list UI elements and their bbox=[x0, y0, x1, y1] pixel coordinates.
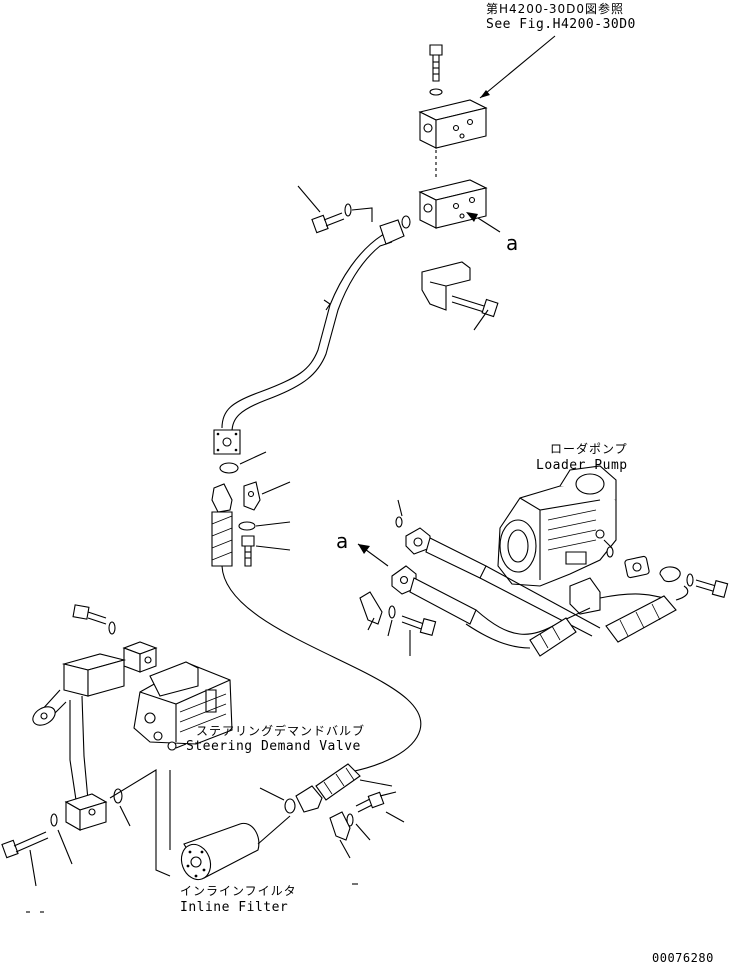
o-ring-pump bbox=[607, 547, 613, 557]
bolt-lower bbox=[402, 616, 436, 635]
leader-flange-bolt-upper bbox=[298, 186, 320, 212]
pump-pressure-pipe-lower bbox=[392, 566, 590, 656]
steering-elbow-block bbox=[64, 642, 156, 696]
flange-bolt-upper bbox=[312, 213, 344, 233]
steering-valve-label-jp: ステアリングデマンドバルブ bbox=[196, 724, 366, 738]
flange-washer-upper bbox=[345, 204, 351, 216]
leader-clamp-lower bbox=[368, 618, 374, 630]
bracket-bolt bbox=[452, 296, 498, 317]
upper-valve-block bbox=[420, 100, 486, 148]
steering-bolt-top bbox=[73, 605, 106, 624]
steering-supply-hose bbox=[222, 566, 421, 772]
leader-steering-valve bbox=[176, 744, 186, 748]
steering-bolt-bottom bbox=[2, 832, 48, 858]
steering-demand-valve bbox=[134, 662, 232, 750]
leader-bracket-bolt bbox=[474, 310, 488, 330]
o-ring-filter bbox=[285, 799, 295, 813]
mid-hose bbox=[212, 484, 232, 566]
leader-steering-bolt-bottom bbox=[30, 850, 36, 886]
inline-filter-label-en: Inline Filter bbox=[180, 900, 289, 915]
pump-flange-right-port bbox=[633, 563, 641, 571]
washer-mid bbox=[239, 522, 255, 530]
bolt-alignment-line bbox=[352, 208, 372, 222]
leader-o-ring-left-pump bbox=[398, 500, 402, 516]
top-washer bbox=[430, 89, 442, 95]
pump-pressure-pipe-upper bbox=[406, 528, 600, 636]
callout-letter-a-mid: a bbox=[336, 529, 349, 553]
steering-valve-label-en: Steering Demand Valve bbox=[186, 739, 361, 754]
leader-steering-washer-bottom bbox=[58, 830, 72, 864]
leader-filter-hose bbox=[360, 780, 392, 786]
steering-tube bbox=[30, 690, 106, 830]
filter-inlet-hose bbox=[296, 764, 360, 812]
o-ring-left-pump bbox=[396, 517, 402, 527]
filter-bolt bbox=[356, 792, 384, 812]
leader-bolt-mid bbox=[256, 546, 290, 550]
leader-o-ring-filter bbox=[260, 788, 284, 800]
inline-filter bbox=[177, 816, 290, 884]
lower-valve-block bbox=[420, 180, 486, 228]
washer-right bbox=[687, 574, 693, 586]
filter-port-link bbox=[110, 770, 170, 876]
leader-o-ring-pump bbox=[604, 540, 612, 548]
bolt-right bbox=[696, 580, 728, 597]
split-clamp-lower bbox=[360, 592, 382, 624]
mounting-bracket bbox=[422, 262, 470, 310]
drawing-number: 00076280 bbox=[652, 951, 714, 965]
leader-a-top bbox=[478, 218, 500, 232]
arrow-a-mid bbox=[358, 544, 370, 554]
callout-letter-a-top: a bbox=[506, 231, 519, 255]
split-clamp-mid bbox=[244, 482, 260, 510]
split-flange-right bbox=[660, 567, 680, 582]
upper-steel-tube bbox=[214, 220, 404, 454]
loader-pump-label-jp: ローダポンプ bbox=[550, 442, 628, 456]
bolt-mid bbox=[242, 536, 254, 566]
leader-washer-lower bbox=[388, 620, 392, 636]
steering-washer-top bbox=[109, 622, 115, 634]
loader-pump bbox=[498, 466, 616, 586]
inline-filter-label-jp: インラインフイルタ bbox=[180, 884, 297, 898]
leader-o-ring-mid bbox=[240, 452, 266, 464]
filter-split-clamp bbox=[330, 812, 350, 840]
ref-arrowhead bbox=[480, 90, 490, 98]
steering-washer-bottom bbox=[51, 814, 57, 826]
washer-lower bbox=[389, 606, 395, 618]
ref-figure-label-en: See Fig.H4200-30D0 bbox=[486, 17, 636, 32]
leader-clamp-mid bbox=[262, 482, 290, 494]
loader-pump-label-en: Loader Pump bbox=[536, 458, 628, 473]
leader-o-ring-steering bbox=[120, 806, 130, 826]
pump-return-hose bbox=[570, 578, 688, 642]
o-ring-upper bbox=[402, 216, 410, 228]
leader-filter-washer bbox=[356, 824, 370, 840]
leader-washer-mid bbox=[256, 522, 290, 526]
ref-leader-line bbox=[480, 36, 555, 98]
arrow-a-top bbox=[466, 212, 478, 222]
filter-washer bbox=[347, 814, 353, 826]
leader-filter-bolt bbox=[380, 792, 396, 796]
top-bolt bbox=[430, 45, 442, 81]
leader-filter-right bbox=[386, 812, 404, 822]
ref-figure-label-jp: 第H4200-30D0図参照 bbox=[486, 2, 625, 16]
leader-filter-clamp bbox=[340, 840, 350, 858]
o-ring-mid bbox=[220, 463, 238, 473]
